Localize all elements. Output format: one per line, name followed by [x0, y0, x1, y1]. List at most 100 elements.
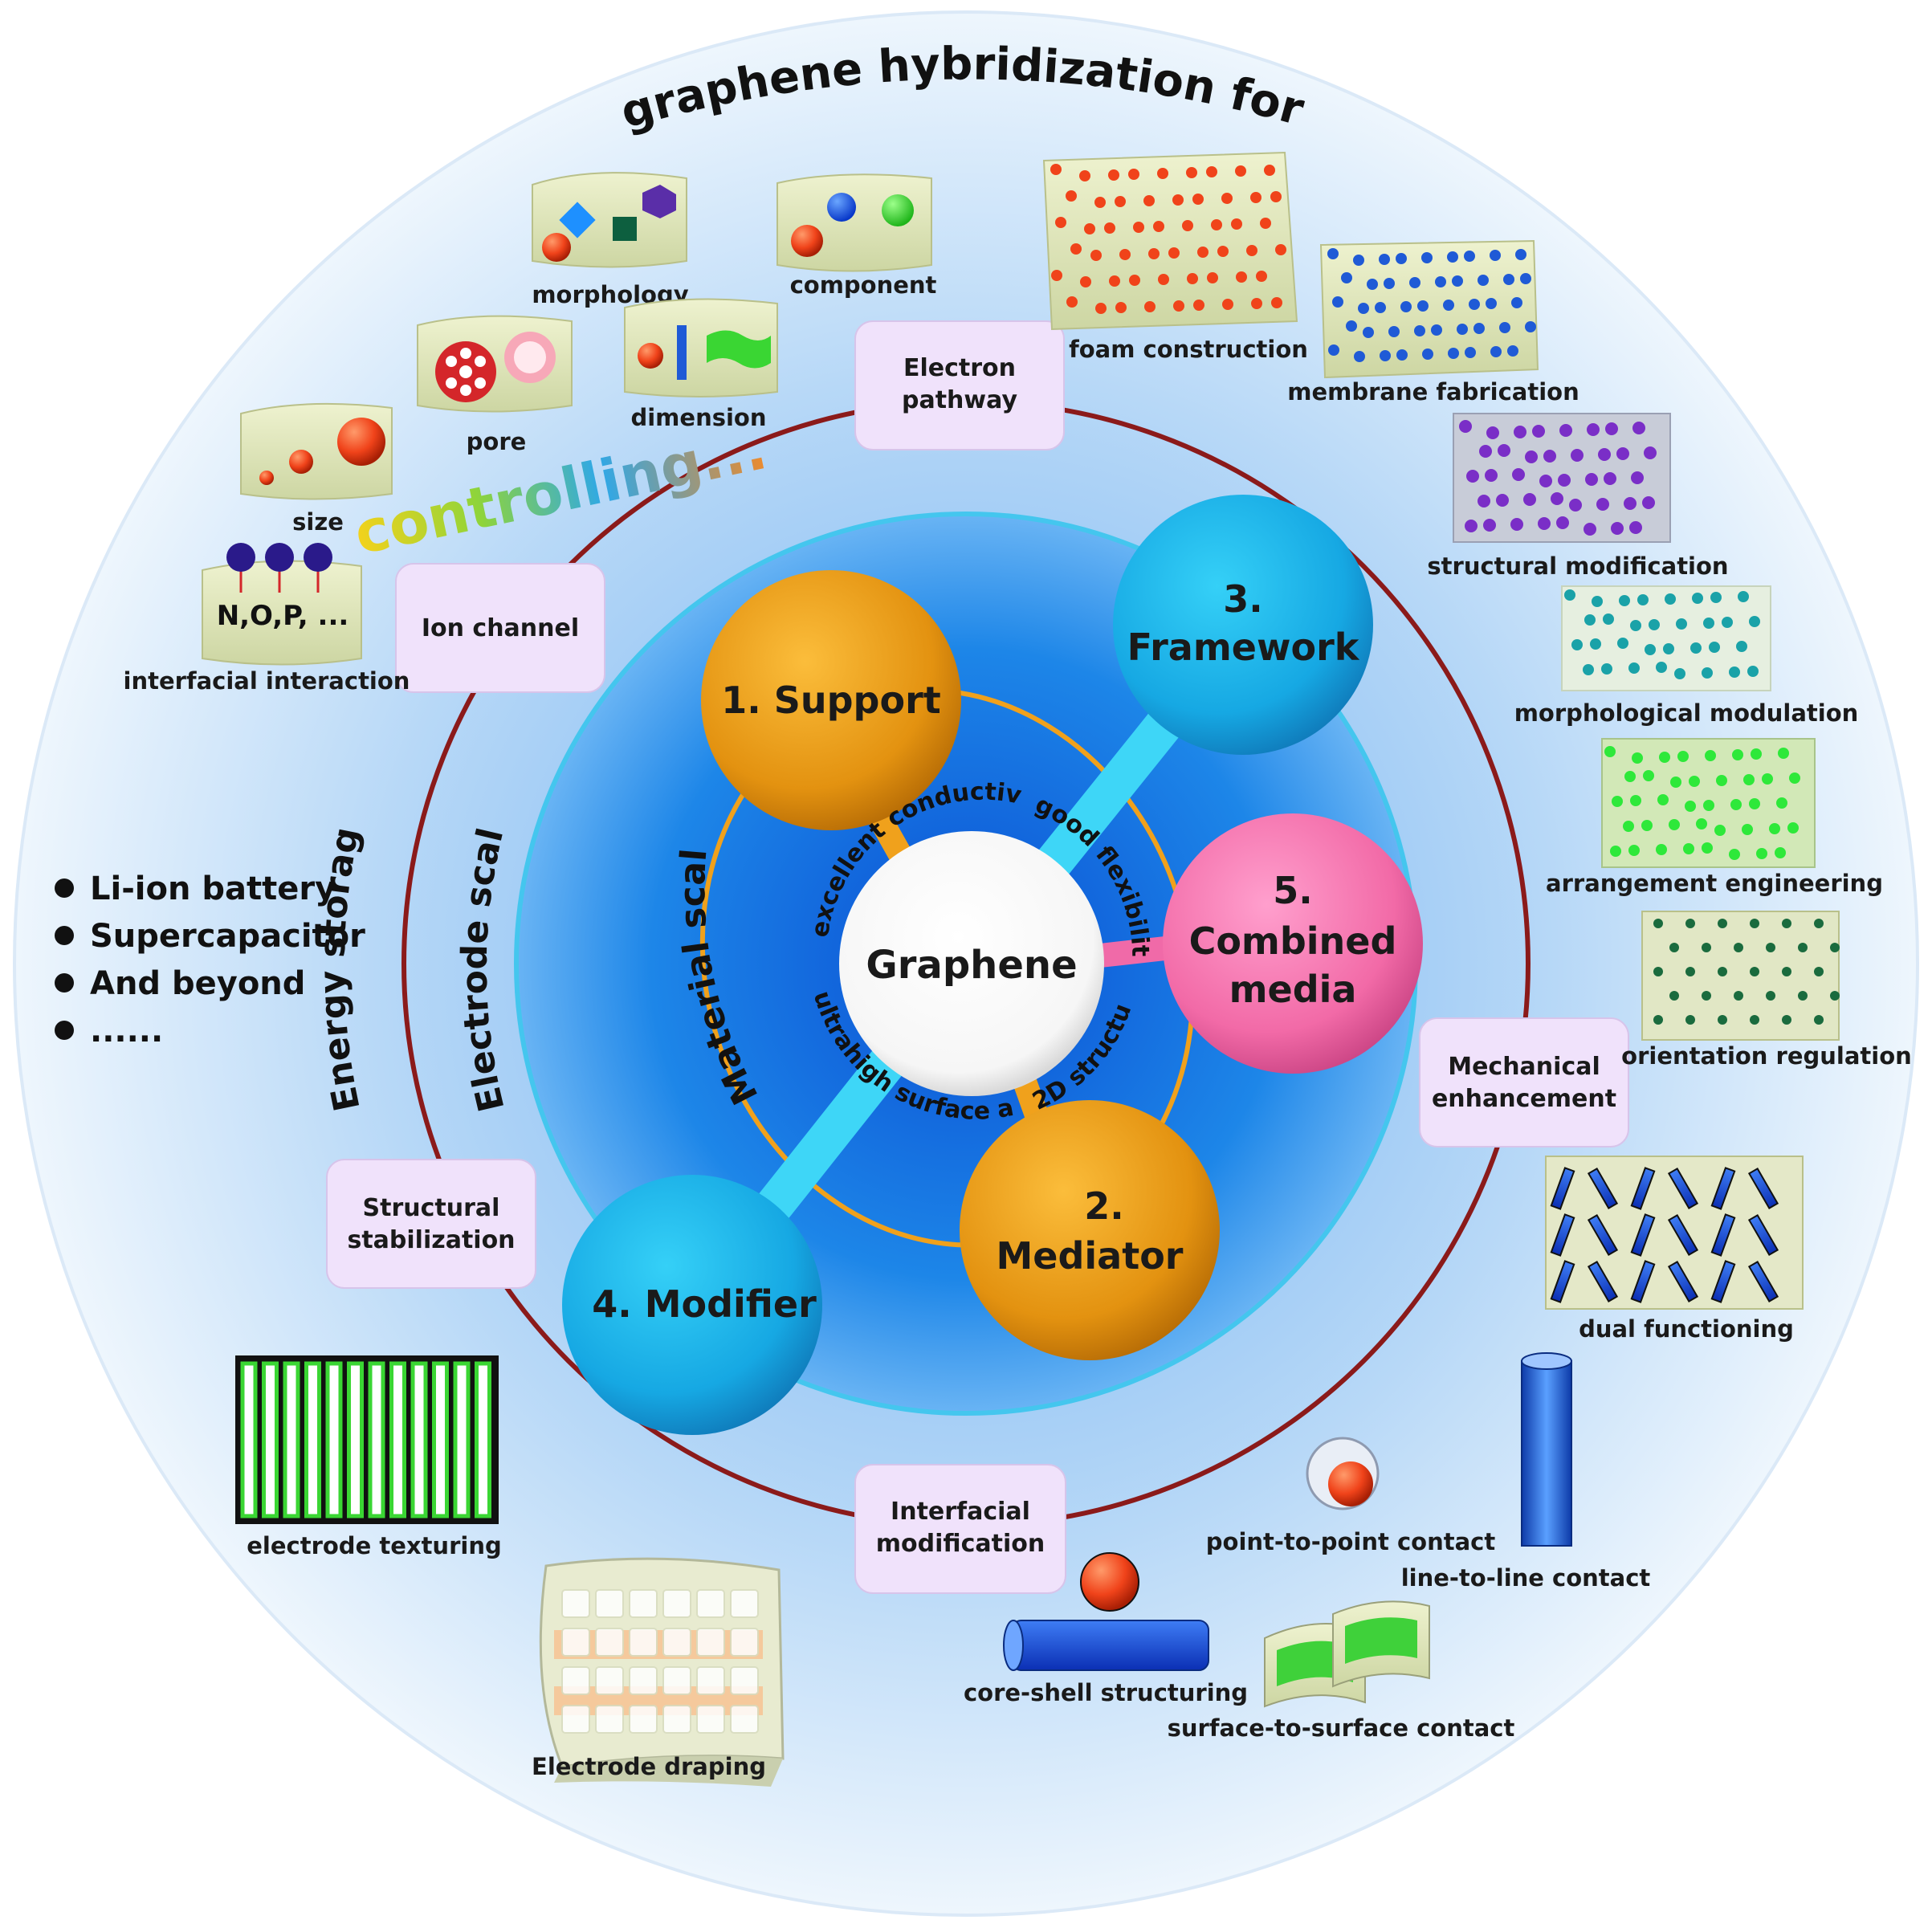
membrane-particle	[1448, 348, 1459, 359]
arrangement-particle	[1789, 772, 1800, 784]
membrane-particle	[1353, 255, 1364, 266]
item-electrode-draping: Electrode draping	[532, 1557, 785, 1787]
application-more: ......	[90, 1013, 163, 1050]
arrangement-label: arrangement engineering	[1546, 870, 1883, 897]
membrane-particle	[1417, 300, 1429, 312]
line-to-line-label: line-to-line contact	[1401, 1564, 1651, 1592]
function-electron-pathway: Electron pathway	[854, 320, 1065, 450]
foam-particle	[1050, 164, 1062, 175]
membrane-particle	[1358, 303, 1369, 314]
drape-cell	[730, 1705, 759, 1734]
dual-rod	[1550, 1167, 1575, 1210]
dual-rod	[1587, 1260, 1619, 1303]
dual-rod	[1710, 1167, 1736, 1210]
membrane-particle	[1473, 323, 1485, 334]
foam-particle	[1246, 245, 1257, 256]
structural-particle	[1510, 518, 1523, 531]
texture-bar	[432, 1361, 449, 1518]
morphological-particle	[1630, 620, 1641, 631]
application-li-ion: Li-ion battery	[90, 870, 336, 907]
morphological-particle	[1710, 592, 1722, 603]
structural-particle	[1466, 470, 1479, 483]
foam-particle	[1090, 250, 1102, 261]
structural-particle	[1624, 497, 1636, 510]
role-support: 1. Support	[701, 570, 961, 830]
dual-rod	[1587, 1167, 1619, 1210]
membrane-particle	[1457, 324, 1468, 335]
dual-rod	[1667, 1167, 1699, 1210]
foam-particle	[1055, 217, 1066, 228]
structural-particle	[1486, 426, 1499, 439]
structural-particle	[1559, 424, 1572, 437]
foam-particle	[1148, 248, 1160, 259]
structural-particle	[1483, 519, 1496, 532]
dual-rod	[1630, 1167, 1656, 1210]
arrangement-particle	[1705, 750, 1716, 761]
drape-cell	[595, 1589, 624, 1618]
morphological-particle	[1663, 643, 1674, 654]
item-structural-modification: structural modification	[1427, 413, 1729, 580]
drape-cell	[730, 1589, 759, 1618]
item-surface-to-surface: surface-to-surface contact	[1168, 1600, 1515, 1742]
arrangement-particle	[1743, 774, 1755, 785]
morphological-particle	[1738, 591, 1749, 602]
morphological-particle	[1729, 666, 1740, 678]
morphological-particle	[1674, 668, 1685, 679]
morphological-particle	[1709, 642, 1720, 653]
texture-bar	[262, 1361, 279, 1518]
orientation-label: orientation regulation	[1621, 1042, 1912, 1070]
arrangement-particle	[1730, 799, 1742, 810]
membrane-particle	[1346, 320, 1357, 332]
membrane-particle	[1380, 350, 1391, 361]
arrangement-particle	[1604, 746, 1616, 757]
dual-rod	[1550, 1213, 1575, 1257]
structural-particle	[1644, 446, 1657, 459]
morphological-particle	[1583, 664, 1594, 675]
orientation-particle	[1734, 943, 1743, 952]
structural-particle	[1596, 498, 1609, 511]
item-dimension: dimension	[624, 298, 778, 431]
texture-bar	[283, 1361, 300, 1518]
foam-particle	[1144, 301, 1156, 312]
membrane-particle	[1452, 275, 1463, 287]
interfacial-interaction-label: interfacial interaction	[124, 667, 410, 695]
arrangement-particle	[1729, 849, 1740, 860]
structural-particle	[1543, 450, 1556, 463]
item-membrane-fabrication: membrane fabrication	[1287, 239, 1579, 406]
foam-particle	[1211, 219, 1222, 230]
item-orientation-regulation: orientation regulation	[1621, 911, 1912, 1070]
foam-particle	[1094, 197, 1106, 208]
arrangement-particle	[1628, 845, 1640, 856]
structural-dots	[1459, 420, 1657, 536]
structural-particle	[1558, 474, 1571, 487]
foam-particle	[1264, 165, 1275, 176]
membrane-particle	[1465, 347, 1476, 358]
morphological-particle	[1749, 616, 1760, 627]
morphological-particle	[1747, 666, 1759, 677]
structural-particle	[1598, 448, 1611, 461]
orientation-particle	[1685, 919, 1695, 928]
surface-to-surface-label: surface-to-surface contact	[1168, 1714, 1515, 1742]
membrane-particle	[1396, 349, 1408, 361]
arrangement-particle	[1685, 801, 1696, 812]
item-point-to-point: point-to-point contact	[1206, 1437, 1495, 1555]
arrangement-particle	[1641, 820, 1653, 831]
structural-line1: Structural	[363, 1194, 500, 1222]
dual-rod	[1587, 1213, 1619, 1257]
structural-particle	[1479, 445, 1492, 458]
drape-cell	[561, 1705, 590, 1734]
foam-particle	[1168, 247, 1180, 259]
morphological-particle	[1722, 617, 1733, 628]
foam-particle	[1172, 194, 1184, 206]
foam-particle	[1084, 223, 1095, 234]
orientation-particle	[1718, 1015, 1727, 1025]
structural-particle	[1604, 472, 1616, 485]
foam-particle	[1275, 244, 1286, 255]
size-label: size	[292, 508, 344, 536]
foam-particle	[1128, 169, 1139, 180]
item-core-shell: core-shell structuring	[964, 1552, 1248, 1706]
foam-particle	[1157, 168, 1168, 179]
foam-particle	[1158, 274, 1169, 285]
arrangement-particle	[1762, 773, 1773, 785]
foam-particle	[1066, 190, 1077, 202]
